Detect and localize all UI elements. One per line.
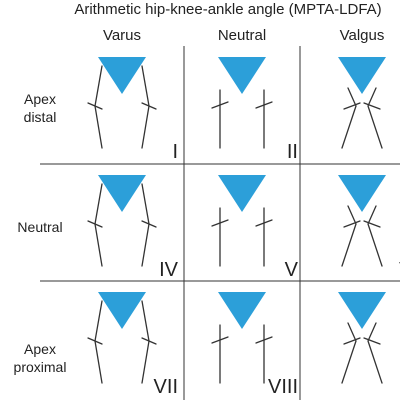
row-label-1-line-2: distal (24, 109, 57, 125)
right-leg-line (367, 87, 383, 149)
left-knee-tick (343, 220, 361, 228)
row-label-1-line-1: Apex (24, 91, 56, 107)
diagram-title: Arithmetic hip-knee-ankle angle (MPTA-LD… (74, 1, 381, 18)
left-knee-tick (211, 101, 229, 109)
cell-ix: IX (338, 292, 400, 398)
column-headers: Varus Neutral Valgus (103, 27, 384, 44)
left-knee-tick (87, 337, 103, 345)
right-knee-tick (141, 337, 157, 345)
right-leg-line (141, 300, 150, 384)
cell-numeral: II (287, 141, 298, 163)
pelvis-triangle (218, 175, 266, 212)
left-leg-line (341, 322, 357, 384)
left-knee-tick (211, 336, 229, 344)
column-header-varus: Varus (103, 27, 141, 44)
cell-iv: IV (87, 175, 179, 281)
left-leg-line (341, 205, 357, 267)
pelvis-triangle (338, 57, 386, 94)
right-knee-tick (255, 101, 273, 109)
cell-numeral: VIII (268, 376, 298, 398)
right-knee-tick (363, 102, 381, 110)
right-knee-tick (255, 336, 273, 344)
cell-v: V (211, 175, 299, 281)
cells: IIIIIIIVVVIVIIVIIIIX (87, 57, 400, 398)
pelvis-triangle (338, 292, 386, 329)
right-leg-line (141, 183, 150, 267)
left-knee-tick (87, 102, 103, 110)
right-leg-line (141, 65, 150, 149)
pelvis-triangle (98, 292, 146, 329)
pelvis-triangle (98, 57, 146, 94)
right-knee-tick (363, 220, 381, 228)
left-leg-line (341, 87, 357, 149)
pelvis-triangle (98, 175, 146, 212)
cell-iii: III (338, 57, 386, 149)
left-knee-tick (87, 220, 103, 228)
left-knee-tick (343, 337, 361, 345)
column-header-neutral: Neutral (218, 27, 266, 44)
cell-numeral: V (285, 259, 299, 281)
right-knee-tick (141, 220, 157, 228)
row-label-3-line-2: proximal (14, 359, 67, 375)
cell-vi: VI (338, 175, 400, 281)
grid-lines (40, 46, 400, 400)
cell-i: I (87, 57, 178, 163)
column-header-valgus: Valgus (340, 27, 385, 44)
right-knee-tick (141, 102, 157, 110)
cell-numeral: I (172, 141, 178, 163)
pelvis-triangle (218, 292, 266, 329)
right-knee-tick (363, 337, 381, 345)
cell-vii: VII (87, 292, 178, 398)
cell-ii: II (211, 57, 298, 163)
right-knee-tick (255, 219, 273, 227)
right-leg-line (367, 205, 383, 267)
left-knee-tick (211, 219, 229, 227)
cell-numeral: VII (154, 376, 178, 398)
cell-viii: VIII (211, 292, 298, 398)
pelvis-triangle (338, 175, 386, 212)
left-knee-tick (343, 102, 361, 110)
row-label-3-line-1: Apex (24, 341, 56, 357)
pelvis-triangle (218, 57, 266, 94)
row-label-2-line-1: Neutral (17, 219, 62, 235)
right-leg-line (367, 322, 383, 384)
cell-numeral: IV (159, 259, 179, 281)
